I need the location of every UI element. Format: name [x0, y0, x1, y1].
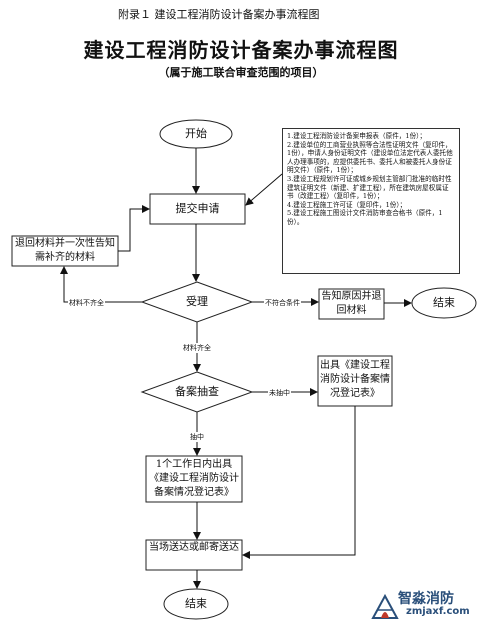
- return-node: 退回材料并一次性告知需补齐的材料: [15, 238, 115, 263]
- not-selected-node: 出具《建设工程消防设计备案情况登记表》: [320, 360, 390, 399]
- edge-label-not-qualified: 不符合条件: [264, 298, 301, 308]
- page-subtitle: （属于施工联合审查范围的项目）: [158, 66, 324, 79]
- spot-check-decision: 备案抽查: [175, 385, 219, 398]
- deliver-node: 当场送达或邮寄送达: [149, 542, 239, 553]
- start-node: 开始: [185, 127, 207, 140]
- page-title: 建设工程消防设计备案办事流程图: [83, 38, 399, 62]
- end-right-shape: [411, 287, 477, 319]
- accept-decision: 受理: [186, 295, 208, 308]
- end-bottom-node: 结束: [185, 597, 207, 610]
- issue-node-shape: [145, 455, 243, 503]
- return-node-shape: [11, 235, 119, 267]
- requirements-note: 1.建设工程消防设计备案申报表（原件，1份）； 2.建设单位的工商营业执照等合法…: [282, 128, 460, 274]
- end-bottom-shape: [163, 588, 229, 620]
- watermark-name: 智淼消防: [398, 591, 454, 607]
- submit-node: 提交申请: [175, 202, 220, 215]
- notify-node: 告知原因并退回材料: [321, 291, 382, 316]
- requirement-item: 1.建设工程消防设计备案申报表（原件，1份）；: [287, 132, 427, 140]
- notify-node-shape: [318, 288, 385, 320]
- requirement-item: 2.建设单位的工商营业执照等合法性证明文件（复印件，1份），申请人身份证明文件（…: [287, 140, 453, 175]
- not-selected-node-shape: [317, 355, 393, 407]
- watermark-logo-icon: [371, 593, 399, 619]
- edge-notselected-deliver: [242, 406, 356, 559]
- edge-return-submit: [118, 205, 150, 252]
- requirement-item: 5.建设工程施工图设计文件消防审查合格书（原件，1份）。: [287, 209, 443, 226]
- edge-accept-return: [60, 266, 142, 303]
- edge-label-complete: 材料齐全: [182, 343, 212, 353]
- end-right-node: 结束: [433, 296, 455, 309]
- requirement-item: 3.建设工程规划许可证或城乡规划主管部门批准的临时性建筑证明文件（新建、扩建工程…: [287, 174, 452, 201]
- watermark-url: zmjaxf.com: [406, 606, 470, 617]
- edge-label-not-selected: 未抽中: [268, 388, 291, 398]
- requirement-item: 4.建设工程施工许可证（复印件，1份）；: [287, 200, 407, 209]
- edge-label-selected: 抽中: [189, 432, 205, 442]
- appendix-title: 附录１ 建设工程消防设计备案办事流程图: [118, 8, 320, 21]
- edge-note-submit: [245, 173, 283, 206]
- deliver-node-shape: [145, 539, 243, 571]
- edge-label-incomplete: 材料不齐全: [68, 298, 105, 308]
- issue-node: 1个工作日内出具《建设工程消防设计备案情况登记表》: [149, 459, 239, 498]
- submit-node-shape: [149, 193, 246, 225]
